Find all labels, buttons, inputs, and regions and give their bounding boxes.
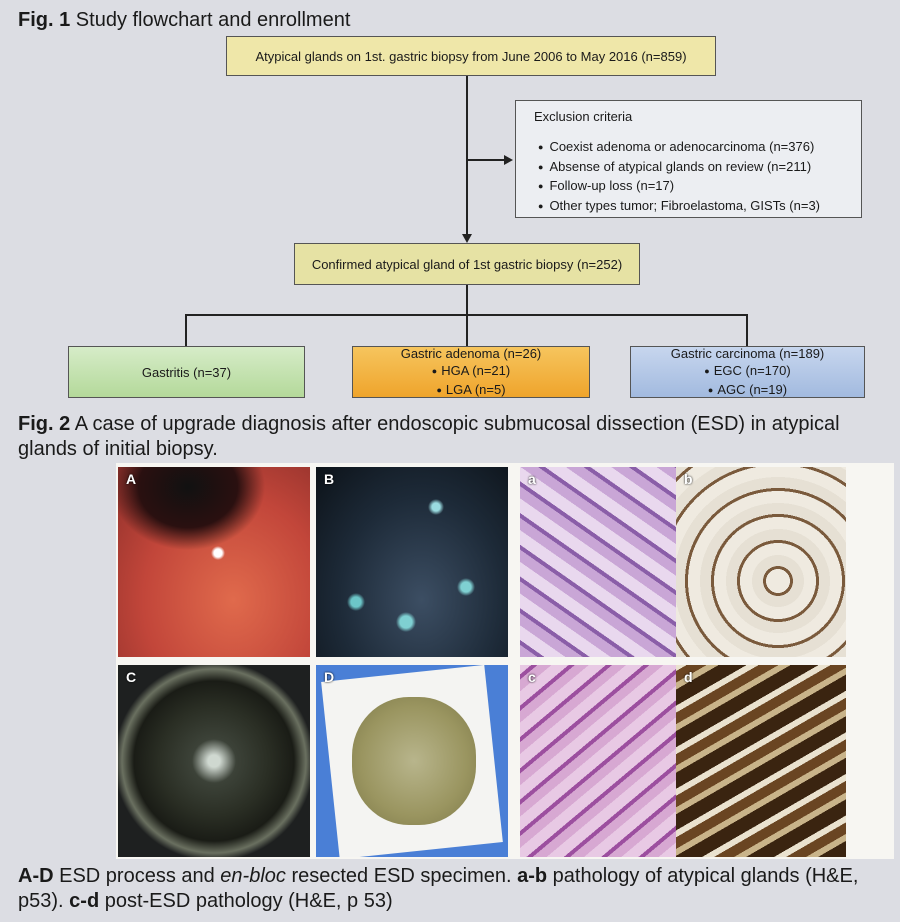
flow-arrow-to-confirmed (462, 234, 472, 243)
exclusion-item: Other types tumor; Fibroelastoma, GISTs … (534, 197, 861, 217)
immunostain-image-d-lower: d (676, 665, 846, 857)
caption-text-3: pathology of atypical glands (H&E, p53). (18, 865, 859, 912)
flow-box-initial-text: Atypical glands on 1st. gastric biopsy f… (255, 48, 687, 64)
flow-connector-trunk (466, 76, 468, 234)
fig2-caption: A-D ESD process and en-bloc resected ESD… (18, 864, 888, 914)
exclusion-item: Coexist adenoma or adenocarcinoma (n=376… (534, 138, 861, 158)
flow-connector-carcinoma (746, 314, 748, 346)
flow-connector-adenoma (466, 314, 468, 346)
flow-box-gastritis: Gastritis (n=37) (68, 346, 305, 398)
esd-procedure-image-c-upper: C (118, 665, 310, 857)
panel-label: D (324, 669, 335, 685)
flow-box-initial: Atypical glands on 1st. gastric biopsy f… (226, 36, 716, 76)
flow-connector-gastritis (185, 314, 187, 346)
caption-bold-1: A-D (18, 865, 54, 887)
caption-text-2: resected ESD specimen. (285, 865, 518, 887)
caption-text-1: ESD process and (53, 865, 221, 887)
panel-label: A (126, 471, 137, 487)
carcinoma-item: AGC (n=19) (631, 381, 864, 400)
flow-connector-split-vertical (466, 285, 468, 315)
flow-box-confirmed-text: Confirmed atypical gland of 1st gastric … (311, 256, 623, 272)
specimen-tissue (352, 697, 476, 825)
panel-label: b (684, 471, 693, 487)
flow-box-adenoma: Gastric adenoma (n=26) HGA (n=21) LGA (n… (352, 346, 590, 398)
panel-label: c (528, 669, 536, 685)
flow-box-carcinoma: Gastric carcinoma (n=189) EGC (n=170) AG… (630, 346, 865, 398)
fig2-label: Fig. 2 (18, 413, 71, 435)
caption-bold-3: c-d (69, 890, 100, 912)
fig1-label: Fig. 1 (18, 9, 71, 31)
carcinoma-item: EGC (n=170) (631, 362, 864, 381)
fig1-title-text: Study flowchart and enrollment (75, 9, 351, 31)
histology-image-c-lower: c (520, 665, 696, 857)
immunostain-image-b-lower: b (676, 467, 846, 657)
exclusion-list: Coexist adenoma or adenocarcinoma (n=376… (534, 138, 861, 216)
resected-specimen-image-d-upper: D (316, 665, 508, 857)
adenoma-item: LGA (n=5) (353, 381, 589, 400)
endoscopy-image-a-upper: A (118, 467, 310, 657)
chromoendoscopy-image-b-upper: B (316, 467, 508, 657)
fig2-title-text: A case of upgrade diagnosis after endosc… (18, 413, 840, 460)
flow-arrow-to-exclusion (504, 155, 513, 165)
caption-italic: en-bloc (220, 865, 286, 887)
exclusion-heading: Exclusion criteria (534, 109, 633, 124)
gastritis-text: Gastritis (n=37) (141, 364, 232, 380)
caption-text-4: post-ESD pathology (H&E, p 53) (99, 890, 393, 912)
exclusion-item: Follow-up loss (n=17) (534, 177, 861, 197)
panel-label: B (324, 471, 335, 487)
fig2-title: Fig. 2 A case of upgrade diagnosis after… (18, 412, 878, 462)
panel-label: C (126, 669, 137, 685)
panel-label: a (528, 471, 536, 487)
fig1-title: Fig. 1 Study flowchart and enrollment (18, 8, 350, 32)
flow-box-confirmed: Confirmed atypical gland of 1st gastric … (294, 243, 640, 285)
flow-connector-exclusion (467, 159, 505, 161)
panel-label: d (684, 669, 693, 685)
histology-image-a-lower: a (520, 467, 696, 657)
caption-bold-2: a-b (517, 865, 548, 887)
carcinoma-title: Gastric carcinoma (n=189) (670, 345, 825, 361)
fig2-image-panel: A B a b C D c d (116, 463, 894, 859)
adenoma-item: HGA (n=21) (353, 362, 589, 381)
flow-box-exclusion: Exclusion criteria Coexist adenoma or ad… (515, 100, 862, 218)
exclusion-item: Absense of atypical glands on review (n=… (534, 158, 861, 178)
adenoma-title: Gastric adenoma (n=26) (400, 345, 542, 361)
